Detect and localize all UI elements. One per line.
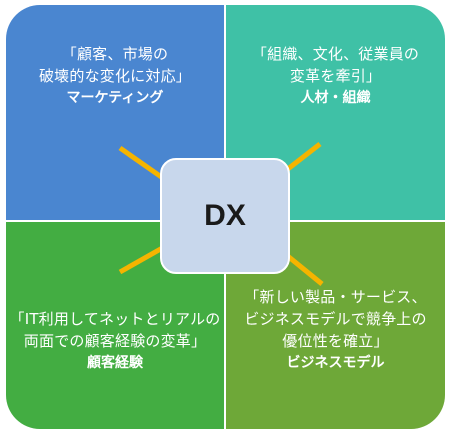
- bm-label: ビジネスモデル: [286, 355, 385, 371]
- people-line-2: 変革を牽引」: [289, 67, 382, 85]
- cx-label: 顧客経験: [87, 355, 143, 371]
- marketing-line-2: 破壊的な変化に対応」: [38, 67, 191, 85]
- people-line-1: 「組織、文化、従業員の: [251, 45, 420, 63]
- dx-label: DX: [204, 199, 246, 232]
- bm-line-3: 優位性を確立」: [282, 332, 389, 350]
- bm-text-group: 「新しい製品・サービス、 ビジネスモデルで競争上の 優位性を確立」 ビジネスモデ…: [244, 286, 426, 374]
- bm-line-2: ビジネスモデルで競争上の: [244, 310, 427, 328]
- marketing-label: マーケティング: [66, 90, 164, 106]
- quadrant-marketing: 「顧客、市場の 破壊的な変化に対応」 マーケティング: [6, 5, 224, 220]
- people-label: 人材・組織: [300, 90, 371, 106]
- people-text-group: 「組織、文化、従業員の 変革を牽引」 人材・組織: [252, 43, 419, 109]
- cx-line-2: 両面での顧客経験の変革」: [23, 332, 207, 350]
- marketing-line-1: 「顧客、市場の: [61, 45, 169, 63]
- cx-text-group: 「IT利用してネットとリアルの 両面での顧客経験の変革」 顧客経験: [10, 308, 221, 374]
- dx-center-box: DX: [160, 158, 290, 274]
- cx-line-1: 「IT利用してネットとリアルの: [9, 310, 221, 328]
- marketing-text-group: 「顧客、市場の 破壊的な変化に対応」 マーケティング: [39, 43, 191, 109]
- bm-line-1: 「新しい製品・サービス、: [244, 288, 427, 306]
